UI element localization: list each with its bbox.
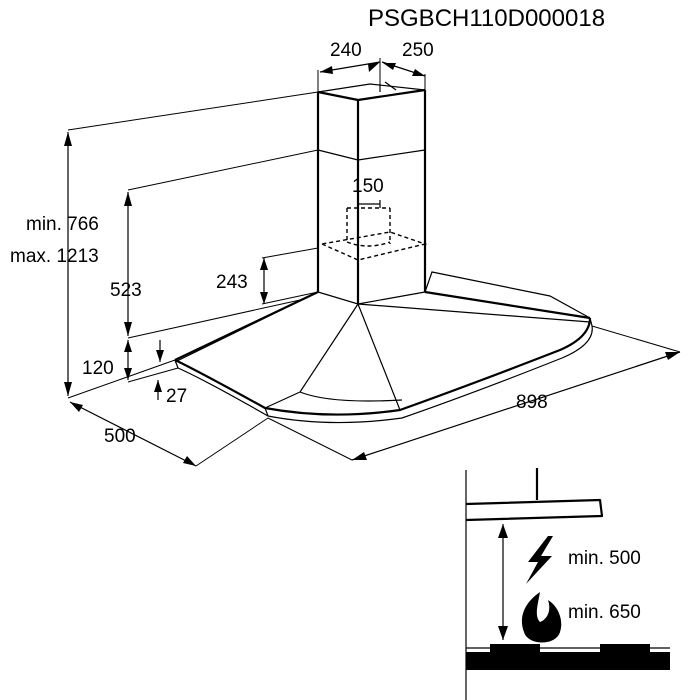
dim-depth: 500 bbox=[104, 426, 136, 447]
flame-icon bbox=[521, 592, 562, 643]
gas-clearance-label: min. 650 bbox=[568, 602, 641, 623]
dim-duct-diameter: 150 bbox=[352, 176, 384, 197]
dim-chimney-width: 240 bbox=[330, 40, 362, 61]
dim-rim-height: 27 bbox=[166, 386, 187, 407]
dim-base-height: 120 bbox=[82, 358, 114, 379]
dim-width: 898 bbox=[516, 392, 548, 413]
lightning-bolt-icon bbox=[526, 536, 553, 584]
dim-chimney-lower: 523 bbox=[110, 280, 142, 301]
dim-chimney-depth: 250 bbox=[402, 40, 434, 61]
installation-detail bbox=[465, 468, 670, 700]
model-code: PSGBCH110D000018 bbox=[368, 5, 605, 32]
electric-clearance-label: min. 500 bbox=[568, 548, 641, 569]
dim-canopy-height: 243 bbox=[216, 272, 248, 293]
hood-outline bbox=[174, 81, 593, 424]
dim-height-min: min. 766 bbox=[26, 214, 99, 235]
dim-height-max: max. 1213 bbox=[10, 246, 99, 267]
dimension-lines bbox=[64, 58, 681, 467]
